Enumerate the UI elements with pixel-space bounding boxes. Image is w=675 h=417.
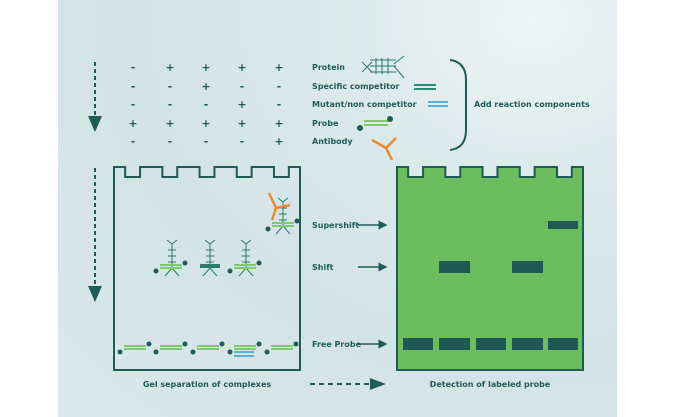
band-free-lane5 — [548, 338, 578, 350]
free-probe-label: Free Probe — [312, 340, 362, 349]
sign-cell: + — [237, 117, 246, 130]
sign-cell: + — [201, 80, 210, 93]
probe-icon — [357, 116, 393, 131]
sign-cell: + — [237, 98, 246, 111]
sign-cell: - — [277, 80, 282, 93]
sign-cell: - — [168, 80, 173, 93]
antibody-icon — [371, 137, 397, 161]
gel-left-complexes — [117, 192, 300, 357]
sign-cell: - — [131, 80, 136, 93]
free-probe-complex — [227, 341, 262, 357]
sign-cell: - — [131, 98, 136, 111]
free-probe-complex — [190, 341, 225, 355]
row-label: Antibody — [312, 137, 353, 146]
sign-cell: + — [165, 61, 174, 74]
reaction-table: - + + + + - - + - - - - - + - + + + + + - - - - + — [128, 61, 283, 148]
gel-right-bands — [403, 221, 578, 350]
protein-icon — [361, 55, 405, 79]
row-label: Protein — [312, 63, 345, 72]
sign-cell: + — [201, 117, 210, 130]
protein-probe-complex — [227, 239, 262, 277]
sign-cell: - — [131, 61, 136, 74]
bracket — [449, 59, 467, 151]
supershift-label: Supershift — [312, 221, 359, 230]
sign-cell: + — [201, 61, 210, 74]
sign-cell: + — [128, 117, 137, 130]
sign-cell: - — [204, 98, 209, 111]
sign-cell: - — [204, 135, 209, 148]
sign-cell: - — [240, 80, 245, 93]
step-arrow-down-1 — [88, 62, 102, 132]
sign-cell: - — [240, 135, 245, 148]
row-label: Mutant/non competitor — [312, 100, 417, 109]
mutant-competitor-icon — [428, 101, 448, 107]
band-shift-lane2 — [439, 261, 470, 273]
band-supershift-lane5 — [548, 221, 578, 229]
shift-label: Shift — [312, 263, 334, 272]
band-shift-lane4 — [512, 261, 543, 273]
sign-cell: - — [131, 135, 136, 148]
sign-cell: + — [237, 61, 246, 74]
free-probe-complex — [153, 341, 188, 355]
band-free-lane4 — [512, 338, 543, 350]
sign-cell: + — [274, 61, 283, 74]
row-label: Probe — [312, 119, 339, 128]
protein-probe-complex — [153, 239, 188, 277]
add-reaction-components-label: Add reaction components — [474, 100, 590, 109]
antibody-supershift-complex — [265, 192, 300, 235]
sign-cell: - — [168, 135, 173, 148]
band-free-lane2 — [439, 338, 470, 350]
sign-cell: + — [165, 117, 174, 130]
row-label: Specific competitor — [312, 82, 399, 91]
band-free-lane3 — [476, 338, 506, 350]
gel-left — [113, 166, 301, 371]
sign-cell: - — [277, 98, 282, 111]
caption-gel-separation: Gel separation of complexes — [143, 380, 272, 389]
sign-cell: - — [168, 98, 173, 111]
sign-cell: + — [274, 117, 283, 130]
band-free-lane1 — [403, 338, 433, 350]
free-probe-complex — [117, 341, 152, 355]
free-probe-complex — [264, 341, 299, 355]
caption-detection: Detection of labeled probe — [430, 380, 551, 389]
step-arrow-down-2 — [88, 168, 102, 302]
specific-competitor-icon — [414, 84, 436, 90]
arrow-head-right-icon — [370, 378, 386, 390]
gel-right — [396, 166, 584, 371]
sign-cell: + — [274, 135, 283, 148]
protein-probe-complex — [200, 239, 220, 277]
